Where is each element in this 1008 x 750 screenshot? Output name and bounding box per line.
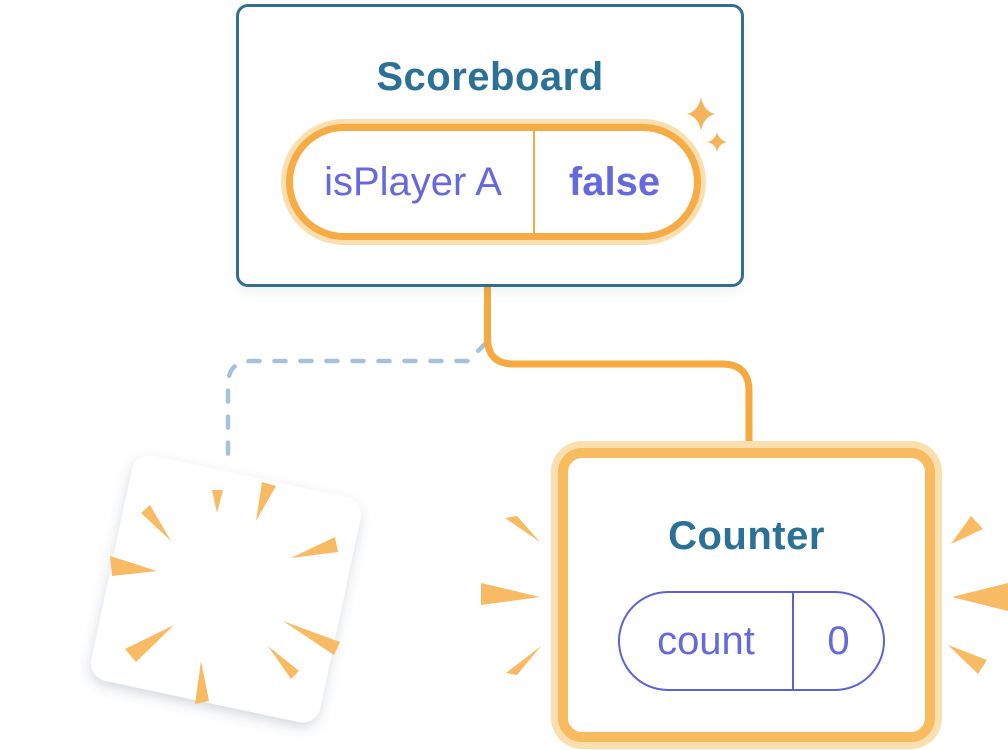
count-value-label: 0 bbox=[827, 619, 850, 663]
emphasis-burst-right-icon bbox=[948, 516, 1008, 674]
count-key-label: count bbox=[657, 619, 755, 663]
state-value-label: false bbox=[568, 160, 661, 204]
removed-branch-connector bbox=[225, 340, 489, 461]
state-key-label: isPlayer A bbox=[324, 160, 502, 204]
count-pill-divider bbox=[792, 593, 794, 689]
state-pill-divider bbox=[533, 131, 535, 233]
emphasis-burst-left-icon bbox=[481, 516, 541, 675]
scoreboard-state-pill: isPlayer A false bbox=[286, 124, 701, 240]
poof-burst-icon bbox=[110, 482, 340, 704]
scoreboard-card: Scoreboard isPlayer A false bbox=[236, 4, 744, 287]
scoreboard-title: Scoreboard bbox=[376, 55, 604, 99]
active-branch-connector bbox=[484, 285, 753, 455]
destroyed-card bbox=[90, 455, 362, 723]
counter-card: Counter count 0 bbox=[558, 448, 935, 742]
counter-title: Counter bbox=[668, 514, 825, 558]
counter-state-pill: count 0 bbox=[618, 591, 885, 691]
